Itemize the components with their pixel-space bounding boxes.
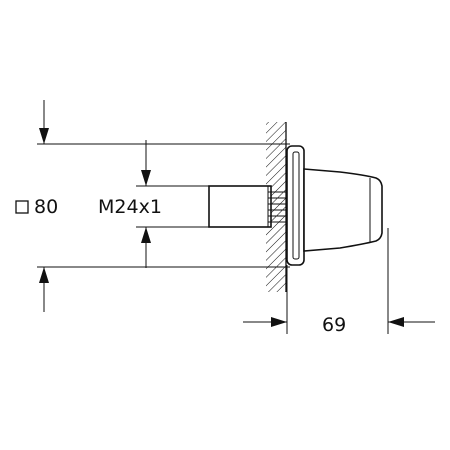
thread-bottom-arrowhead — [141, 227, 151, 243]
depth-right-arrowhead — [388, 317, 404, 327]
cover-plate-outer — [286, 145, 305, 266]
thread-extension-lines — [136, 185, 210, 228]
square-extension-lines — [37, 143, 290, 268]
depth-dimension — [243, 228, 435, 334]
square-icon — [15, 200, 29, 214]
spindle-body — [208, 185, 272, 228]
square-bottom-arrowhead — [39, 267, 49, 283]
thread-dimension-arrows — [141, 140, 151, 268]
thread-label: M24x1 — [98, 196, 162, 218]
square-top-arrowhead — [39, 128, 49, 144]
cover-plate — [286, 145, 305, 266]
depth-left-arrowhead — [271, 317, 287, 327]
spindle-thread-ridges — [268, 191, 286, 223]
thread-top-arrowhead — [141, 170, 151, 186]
handle-body — [303, 168, 383, 252]
square-size-label: 80 — [15, 196, 58, 218]
threaded-spindle — [208, 185, 286, 228]
wall-hatching — [266, 122, 286, 292]
square-dimension-arrows — [39, 100, 49, 312]
square-size-value: 80 — [34, 196, 58, 218]
wall — [266, 122, 287, 292]
depth-label: 69 — [322, 314, 346, 336]
cover-plate-inner — [292, 151, 300, 260]
handle — [303, 168, 383, 252]
